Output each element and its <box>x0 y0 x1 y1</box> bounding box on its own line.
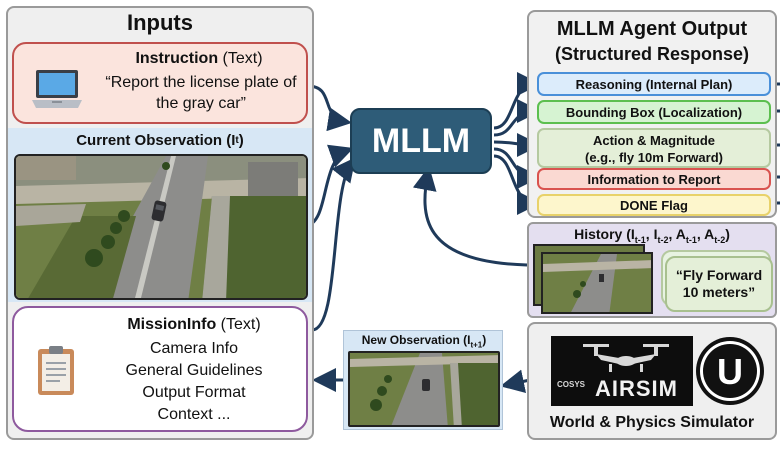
instruction-box: Instruction (Text) “Report the license p… <box>12 42 308 124</box>
inputs-title: Inputs <box>127 10 193 35</box>
output-bounding-box-label: Bounding Box (Localization) <box>565 104 743 120</box>
airsim-logo-main: AIRSIM <box>595 376 678 401</box>
current-observation-close: ) <box>238 131 244 149</box>
output-done-flag: DONE Flag <box>537 194 771 216</box>
instruction-title: Instruction <box>135 50 219 67</box>
mission-type: (Text) <box>216 316 261 333</box>
new-observation-image <box>348 351 500 427</box>
instruction-heading: Instruction (Text) <box>94 50 304 68</box>
history-title: History (It-1, It-2, At-1, At-2) <box>574 226 730 245</box>
output-information-to-report: Information to Report <box>537 168 771 190</box>
output-information-label: Information to Report <box>587 171 721 187</box>
current-observation-subscript: t <box>235 134 239 146</box>
airsim-logo: COSYS AIRSIM <box>551 336 693 406</box>
simulator-panel: COSYS AIRSIM U World & Physics Simulator <box>527 322 777 440</box>
output-action-example: (e.g., fly 10m Forward) <box>585 150 723 165</box>
arrow-mission-to-mllm <box>311 157 356 332</box>
mission-item-guidelines: General Guidelines <box>125 362 263 379</box>
output-reasoning-label: Reasoning (Internal Plan) <box>575 76 733 92</box>
mission-item-camera-info: Camera Info <box>149 340 239 357</box>
laptop-icon <box>32 70 82 108</box>
clipboard-icon <box>38 346 74 395</box>
output-bounding-box: Bounding Box (Localization) <box>537 100 771 124</box>
arrow-history-to-mllm <box>412 166 528 267</box>
output-panel: MLLM Agent Output (Structured Response) … <box>527 10 777 218</box>
output-action-label: Action & Magnitude <box>592 133 716 148</box>
new-observation-box: New Observation (It+1) <box>343 330 503 430</box>
drone-icon <box>583 344 669 372</box>
output-done-label: DONE Flag <box>620 197 688 213</box>
history-frame-front <box>541 252 653 314</box>
arrow-simulator-to-new-obs <box>500 369 531 394</box>
output-title: MLLM Agent Output <box>556 18 748 40</box>
new-observation-scene <box>350 353 498 425</box>
output-action-magnitude: Action & Magnitude (e.g., fly 10m Forwar… <box>537 128 771 168</box>
mission-item-output-format: Output Format <box>142 384 246 401</box>
mission-title: MissionInfo <box>127 316 217 333</box>
mission-item-context: Context ... <box>157 406 231 423</box>
history-scene <box>543 254 651 312</box>
current-observation-label: Current Observation (I <box>76 131 236 149</box>
instruction-type: (Text) <box>218 50 263 67</box>
unreal-engine-logo: U <box>696 337 764 405</box>
current-observation-image <box>14 154 308 300</box>
airsim-logo-top: COSYS <box>557 380 586 389</box>
mllm-box: MLLM <box>350 108 492 174</box>
instruction-text: “Report the license plate of the gray ca… <box>105 74 297 112</box>
history-panel: History (It-1, It-2, At-1, At-2) “Fly Fo… <box>527 222 777 318</box>
svg-text:U: U <box>717 351 743 392</box>
mission-items: Camera Info General Guidelines Output Fo… <box>84 338 304 426</box>
aerial-road-scene <box>16 156 306 298</box>
simulator-label: World & Physics Simulator <box>549 414 755 431</box>
history-action-card: “Fly Forward 10 meters” <box>665 256 773 312</box>
output-reasoning: Reasoning (Internal Plan) <box>537 72 771 96</box>
mission-info-box: MissionInfo (Text) Camera Info General G… <box>12 306 308 432</box>
inputs-panel: Inputs Instruction (Text) “Report the li… <box>6 6 314 440</box>
history-action-text: “Fly Forward 10 meters” <box>675 267 763 300</box>
output-subtitle: (Structured Response) <box>554 44 750 64</box>
mllm-label: MLLM <box>371 121 471 160</box>
mission-heading: MissionInfo (Text) <box>84 316 304 334</box>
new-observation-header: New Observation (It+1) <box>361 333 487 350</box>
arrow-instruction-to-mllm <box>307 84 352 132</box>
